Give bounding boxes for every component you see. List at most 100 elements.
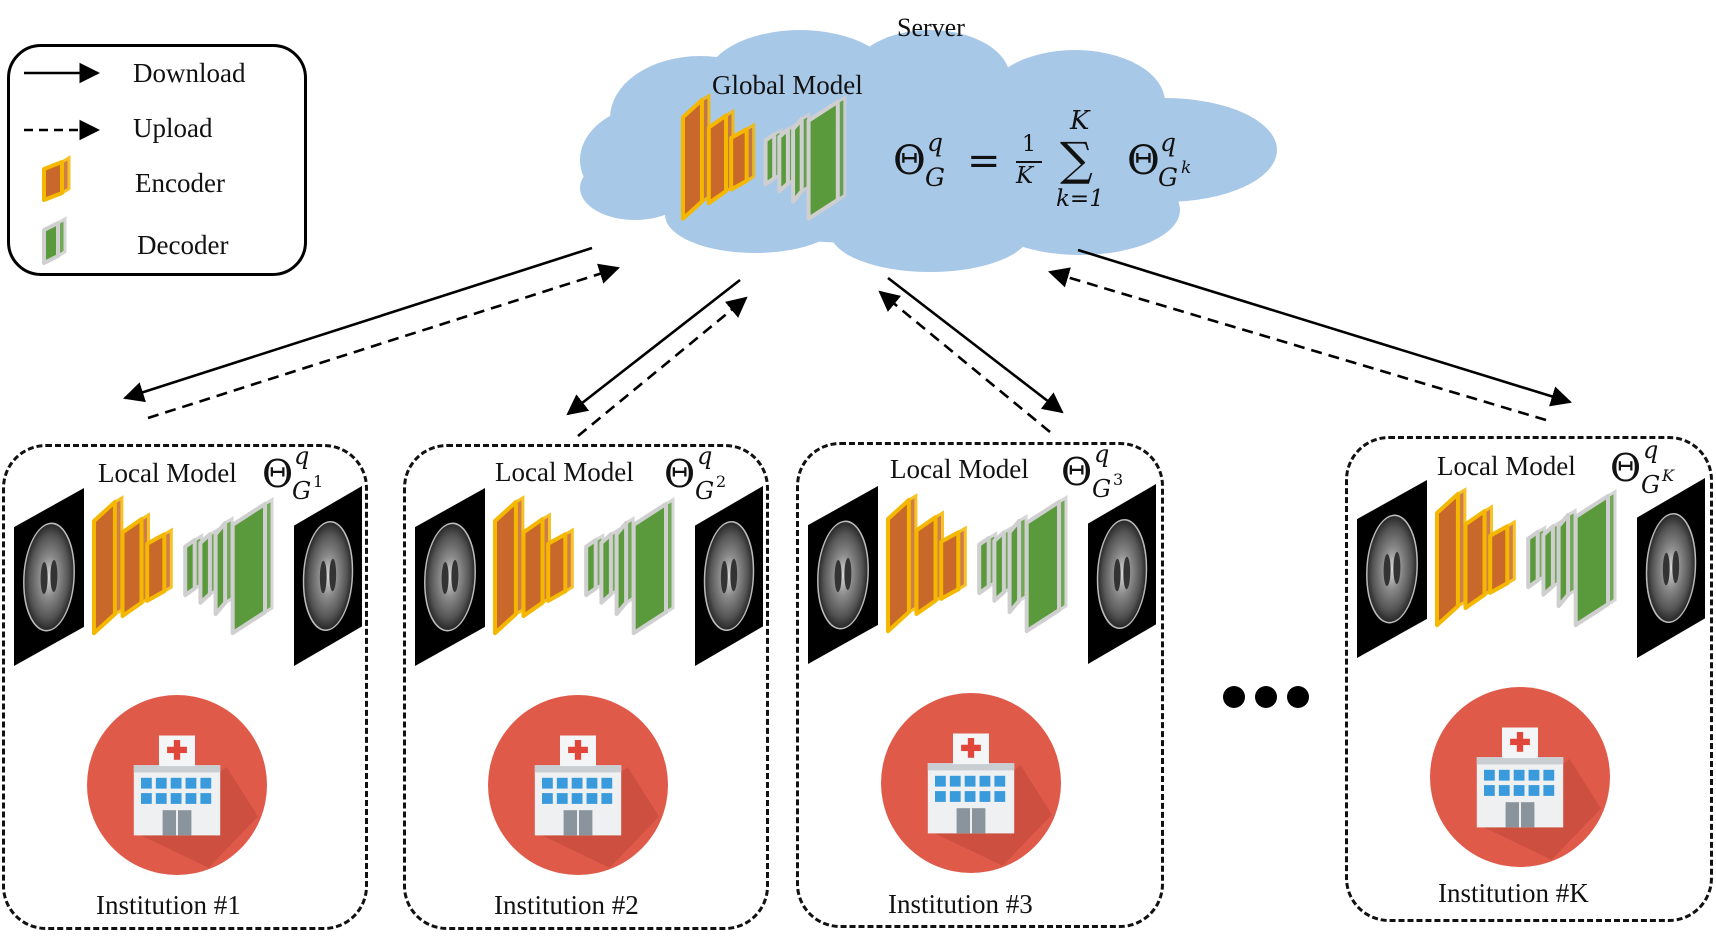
local-theta-sub-k: G xyxy=(1641,471,1661,499)
formula-rhs-sup: q xyxy=(1160,128,1177,157)
legend-decoder-slab xyxy=(42,216,67,265)
formula-frac-num: 1 xyxy=(1022,132,1036,157)
legend-download-label: Download xyxy=(133,58,246,88)
mri-input-k xyxy=(1357,480,1427,658)
upload-arrows xyxy=(147,263,1547,438)
local-theta-sub-2: G xyxy=(695,477,715,505)
formula-rhs-sub-sup: k xyxy=(1181,158,1192,178)
formula-frac-den: K xyxy=(1016,163,1034,189)
institution-name-3: Institution #3 xyxy=(888,889,1033,919)
local-theta-2: Θ xyxy=(664,452,696,496)
institution-artwork xyxy=(14,478,1705,875)
encoder-layer-0 xyxy=(92,495,124,636)
local-theta-3: Θ xyxy=(1061,450,1093,494)
institution-name-2: Institution #2 xyxy=(494,890,639,920)
local-theta-subsup-3: 3 xyxy=(1113,470,1124,489)
local-theta-sup-k: q xyxy=(1643,436,1659,464)
decoder-layer-6 xyxy=(806,94,847,221)
hospital-icon-1 xyxy=(87,695,267,875)
encoder-layer-0 xyxy=(493,495,525,636)
decoder-layer-5 xyxy=(213,516,234,617)
mri-output-k xyxy=(1637,478,1705,658)
local-theta-subsup-2: 2 xyxy=(716,472,727,491)
hospital-icon-3 xyxy=(881,693,1061,873)
server-label: Server xyxy=(897,13,965,42)
download-arrows xyxy=(123,246,1572,416)
formula-lhs-sub: G xyxy=(925,163,945,192)
formula-rhs-sub: G xyxy=(1158,163,1178,192)
encoder-layer-2 xyxy=(729,122,756,192)
mri-input-2 xyxy=(415,488,485,666)
global-model-label: Global Model xyxy=(712,70,863,100)
upload-arrow-1 xyxy=(147,263,620,420)
formula-lhs-sup: q xyxy=(927,128,944,157)
local-model-label-2: Local Model xyxy=(495,457,634,487)
decoder-layer-6 xyxy=(1024,495,1068,634)
legend-encoder-label: Encoder xyxy=(135,168,225,198)
download-arrow-1 xyxy=(123,246,593,403)
mri-output-1 xyxy=(294,486,362,666)
mri-input-1 xyxy=(14,488,84,666)
download-arrow-2 xyxy=(566,278,741,416)
decoder-layer-6 xyxy=(631,497,675,636)
local-theta-sup-2: q xyxy=(697,442,713,470)
ellipsis-dots xyxy=(1223,686,1309,708)
decoder-layer-5 xyxy=(791,112,811,204)
local-theta-sup-1: q xyxy=(294,442,310,470)
global-encoder-decoder xyxy=(681,93,847,221)
decoder-icon xyxy=(42,216,67,265)
local-theta-sub-3: G xyxy=(1092,475,1112,503)
legend-decoder-label: Decoder xyxy=(137,230,229,260)
local-theta-k: Θ xyxy=(1610,446,1642,490)
encoder-layer-0 xyxy=(886,493,918,634)
formula-rhs-theta: Θ xyxy=(1127,138,1160,184)
legend-encoder-slab xyxy=(42,155,71,202)
formula-frac-bar xyxy=(1016,161,1042,163)
encoder-layer-2 xyxy=(546,527,574,603)
mri-input-3 xyxy=(808,486,878,664)
legend-upload-label: Upload xyxy=(133,113,213,143)
legend xyxy=(7,44,307,276)
encoder-layer-2 xyxy=(939,525,967,601)
institution-box-1 xyxy=(2,444,368,930)
upload-arrow-2 xyxy=(577,296,748,438)
institution-name-k: Institution #K xyxy=(1438,878,1589,908)
institution-box-3 xyxy=(796,442,1164,928)
decoder-layer-6 xyxy=(230,497,274,636)
institution-box-2 xyxy=(403,444,769,930)
formula-lhs-theta: Θ xyxy=(893,138,926,184)
formula-sum-symbol: ∑ xyxy=(1060,132,1093,186)
encoder-layer-1 xyxy=(706,108,735,206)
local-theta-subsup-k: K xyxy=(1662,466,1674,485)
local-model-label-3: Local Model xyxy=(890,454,1029,484)
upload-arrow-k xyxy=(1048,267,1547,422)
local-theta-sub-1: G xyxy=(292,477,312,505)
encoder-layer-1 xyxy=(1463,504,1493,610)
local-theta-subsup-1: 1 xyxy=(313,472,324,491)
download-arrow-3 xyxy=(887,276,1064,414)
local-theta-sup-3: q xyxy=(1094,440,1110,468)
encoder-layer-2 xyxy=(145,527,173,603)
institution-name-1: Institution #1 xyxy=(96,890,241,920)
hospital-icon-k xyxy=(1430,687,1610,867)
hospital-icon-2 xyxy=(488,695,668,875)
local-model-label-1: Local Model xyxy=(98,458,237,488)
encoder-layer-1 xyxy=(120,512,150,618)
upload-arrow-3 xyxy=(878,290,1051,434)
legend-icons xyxy=(24,62,101,265)
decoder-layer-5 xyxy=(1007,514,1028,615)
mri-output-3 xyxy=(1088,484,1156,664)
encoder-layer-2 xyxy=(1488,519,1516,595)
formula-sum-bottom: k=1 xyxy=(1056,186,1104,212)
formula-sum-top: K xyxy=(1070,106,1090,136)
decoder-layer-6 xyxy=(1573,489,1617,628)
local-model-label-k: Local Model xyxy=(1437,451,1576,481)
download-arrow-k xyxy=(1077,248,1572,407)
formula-equals: = xyxy=(967,138,1001,184)
encoder-layer-0 xyxy=(681,93,711,221)
mri-output-2 xyxy=(695,486,763,666)
local-theta-1: Θ xyxy=(262,452,294,496)
institution-box-k xyxy=(1345,436,1713,922)
